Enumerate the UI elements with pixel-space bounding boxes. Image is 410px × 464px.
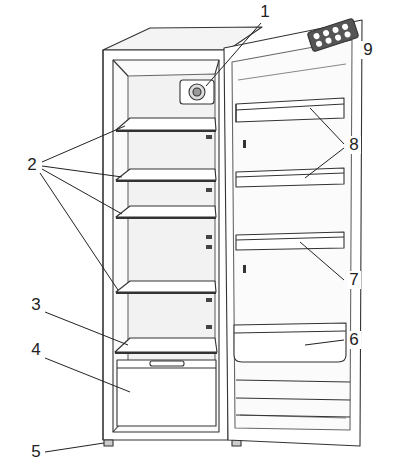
callout-number: 4	[29, 341, 42, 359]
callout-number: 6	[347, 331, 360, 349]
callout-number: 9	[361, 41, 374, 59]
callout-number: 3	[29, 296, 42, 314]
callout-number: 1	[258, 3, 271, 21]
leader-lines	[40, 23, 344, 452]
callout-number: 7	[347, 271, 360, 289]
callout-number: 8	[347, 136, 360, 154]
callout-number: 2	[25, 156, 38, 174]
callout-number: 5	[29, 443, 42, 461]
